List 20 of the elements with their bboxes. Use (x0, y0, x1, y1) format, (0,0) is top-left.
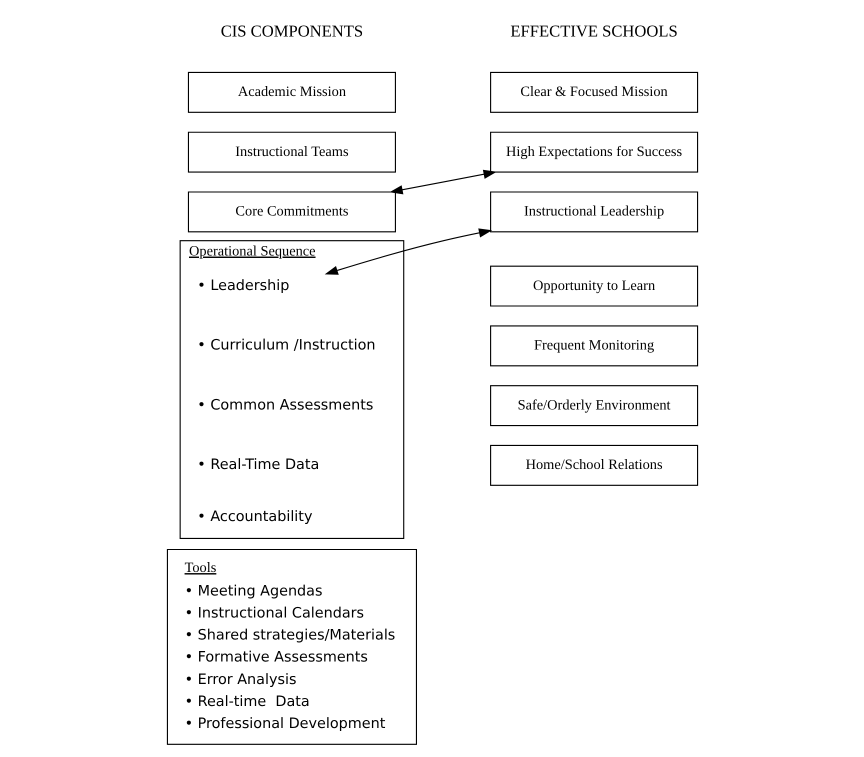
node-text: • Common Assessments (196, 397, 373, 414)
node-text: • Leadership (196, 278, 289, 294)
label: CIS COMPONENTS (220, 22, 363, 41)
node-text: • Curriculum /Instruction (196, 338, 376, 354)
node-box: Safe/Orderly Environment (490, 385, 698, 426)
node-box: High Expectations for Success (490, 132, 698, 173)
node-box: Instructional Leadership (490, 191, 698, 232)
node-text: • Accountability (196, 509, 312, 526)
node-box: Tools • Meeting Agendas • Instructional Calendars • Shared strategies/Materials • Formative Assessments • Error Analysis • Real-time Data • Professional Development (166, 548, 416, 745)
node-box: Academic Mission (187, 72, 396, 113)
arrow (388, 170, 496, 194)
node-box: Frequent Monitoring (490, 325, 698, 366)
arrow (324, 228, 492, 275)
node-text: • Real-Time Data (196, 457, 319, 474)
node-box: Home/School Relations (490, 444, 698, 486)
label: EFFECTIVE SCHOOLS (510, 22, 678, 41)
node-box: Instructional Teams (187, 132, 396, 173)
node-box: Clear & Focused Mission (490, 72, 698, 113)
node-box: Opportunity to Learn (490, 266, 698, 307)
node-box: Core Commitments (187, 191, 396, 232)
